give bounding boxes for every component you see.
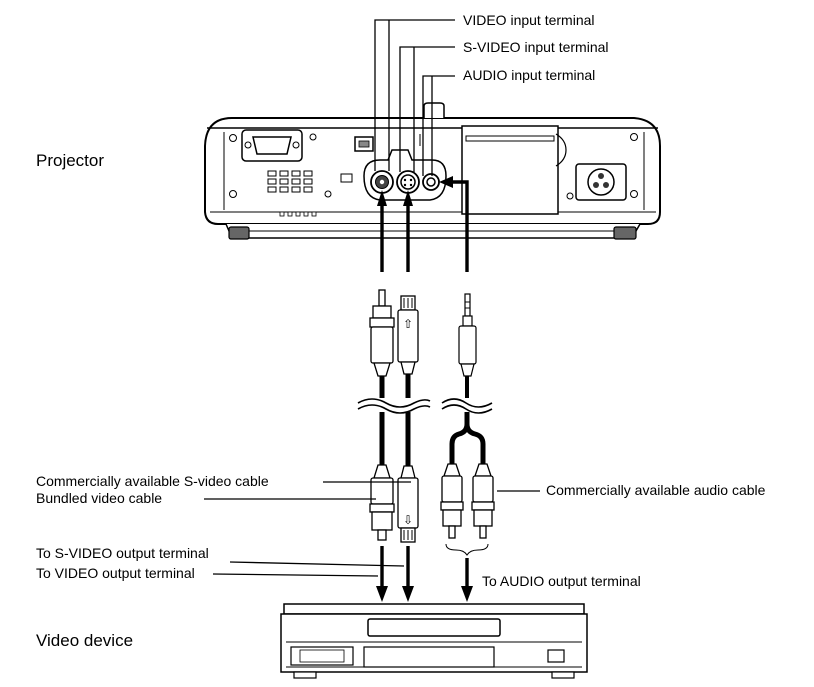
input-callout-lines	[374, 19, 455, 176]
cassette-slot-icon	[367, 618, 501, 637]
svideo-lower-arrow-icon: ⇩	[403, 513, 413, 527]
bundled-video-cable	[369, 289, 395, 541]
speaker-dots-icon	[279, 211, 317, 217]
cable-arrows-up	[377, 176, 453, 206]
indicator-icon	[340, 173, 353, 183]
projector-illustration	[204, 102, 661, 240]
audio-cable-label: Commercially available audio cable	[546, 482, 766, 498]
cable-break-marks	[357, 398, 493, 414]
usb-port-icon	[354, 136, 374, 152]
video-device-label: Video device	[36, 631, 133, 650]
svideo-input-jack-icon	[396, 170, 420, 194]
svideo-cable-label: Commercially available S-video cable	[36, 473, 269, 489]
video-device-illustration	[280, 603, 588, 679]
upper-cable-shafts	[380, 180, 469, 272]
rgb-port-icon	[241, 129, 303, 162]
svideo-cable: ⇧ ⇩	[397, 295, 419, 543]
audio-cable	[440, 293, 495, 556]
cable-arrows-down	[376, 546, 473, 602]
screw-icons	[229, 133, 638, 200]
svideo-input-label: S-VIDEO input terminal	[463, 39, 609, 55]
to-svideo-output-label: To S-VIDEO output terminal	[36, 545, 209, 561]
svideo-upper-arrow-icon: ⇧	[403, 317, 413, 331]
to-video-output-label: To VIDEO output terminal	[36, 565, 195, 581]
vent-grille-icon	[267, 170, 313, 193]
audio-input-label: AUDIO input terminal	[463, 67, 595, 83]
video-input-label: VIDEO input terminal	[463, 12, 595, 28]
audio-input-jack-icon	[422, 173, 440, 191]
power-inlet-icon	[575, 163, 627, 201]
video-input-jack-icon	[370, 170, 394, 194]
bundled-cable-label: Bundled video cable	[36, 490, 162, 506]
cable-callout-lines	[204, 481, 540, 577]
to-audio-output-label: To AUDIO output terminal	[482, 573, 641, 589]
projector-label: Projector	[36, 151, 104, 170]
